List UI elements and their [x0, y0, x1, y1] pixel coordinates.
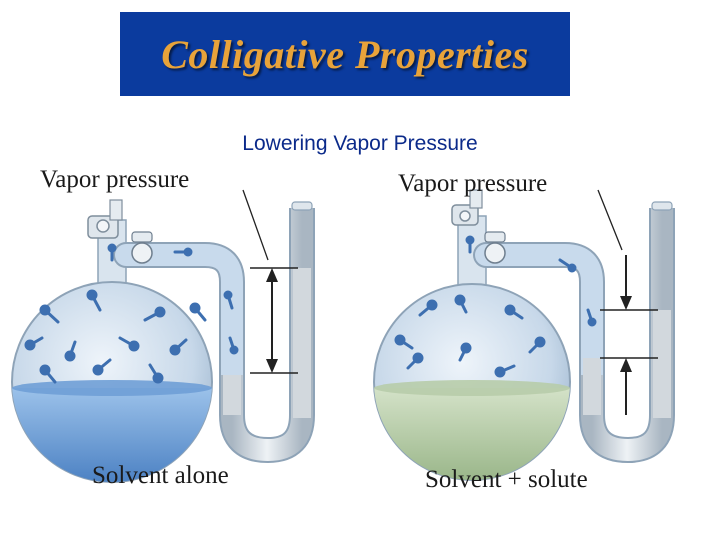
slide-subtitle: Lowering Vapor Pressure [0, 132, 720, 160]
manometer-liquid-closed-arm [583, 358, 601, 415]
label-leader-line [243, 190, 268, 260]
manometer-liquid-closed-arm [223, 375, 241, 415]
solvent-alone-diagram: Vapor pressure Solvent alone [0, 160, 360, 540]
solvent-alone-caption: Solvent alone [92, 462, 229, 490]
manometer-liquid-open-arm [653, 310, 671, 418]
manometer-liquid-open-arm [293, 268, 311, 418]
solvent-plus-solute-diagram: Vapor pressure Solvent + solute [360, 160, 720, 540]
solvent-plus-solute-caption: Solvent + solute [425, 466, 588, 494]
valve [485, 243, 505, 263]
vapor-pressure-label: Vapor pressure [40, 166, 189, 194]
vapor-pressure-label: Vapor pressure [398, 170, 547, 198]
title-banner: Colligative Properties [120, 12, 570, 96]
valve [132, 243, 152, 263]
label-leader-line [598, 190, 622, 250]
slide-title: Colligative Properties [161, 31, 529, 78]
